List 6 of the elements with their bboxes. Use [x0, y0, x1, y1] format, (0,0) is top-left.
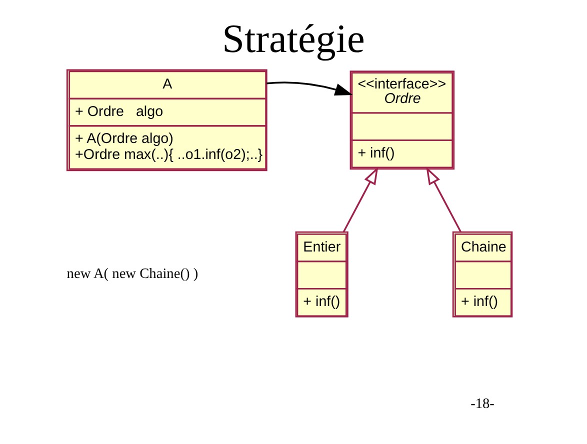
- arrow: [342, 166, 378, 232]
- label: -18-: [470, 396, 494, 412]
- arrow: [266, 82, 353, 96]
- label: new A( new Chaine() ): [66, 266, 198, 282]
- diagram-title: Stratégie: [222, 16, 365, 61]
- arrow: [426, 166, 462, 232]
